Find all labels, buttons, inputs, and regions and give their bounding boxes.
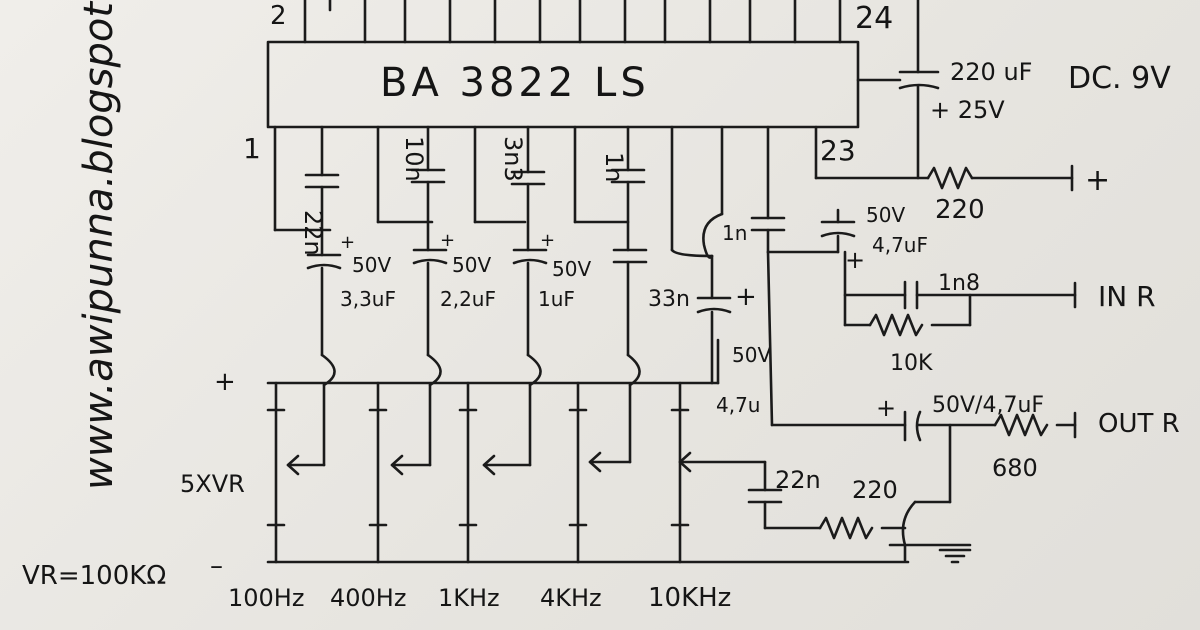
- filter-1-cap-value: 3,3uF: [340, 287, 396, 311]
- filter-4-top-cap: 1n: [600, 152, 628, 182]
- filter-2-top-cap: 10n: [400, 136, 428, 182]
- ic-pin-23-label: 23: [820, 134, 856, 167]
- vr-value-label: VR=100KΩ: [22, 561, 166, 591]
- filter-1-plus: +: [340, 232, 355, 253]
- ic-pin-24-label: 24: [855, 1, 893, 36]
- output-cap-plus: +: [876, 394, 896, 422]
- bus-minus-label: –: [210, 551, 223, 581]
- band-label-400hz: 400Hz: [330, 584, 406, 612]
- power-supply-label: DC. 9V: [1068, 61, 1171, 96]
- input-cap-value: 4,7uF: [872, 233, 928, 257]
- vr-potentiometers: [266, 381, 690, 564]
- filter-1-cap-voltage: 50V: [352, 253, 391, 277]
- filter-2-plus: +: [440, 230, 455, 251]
- input-cap-1n: 1n: [722, 221, 747, 245]
- watermark-text: www.awipunna.blogspot: [76, 1, 122, 490]
- ic-part-label: BA 3822 LS: [380, 60, 650, 106]
- band-label-1khz: 1KHz: [438, 584, 500, 612]
- bus-plus-label: +: [214, 367, 236, 397]
- output-cap2-value: 22n: [775, 466, 821, 494]
- filter-3-cap-voltage: 50V: [552, 257, 591, 281]
- mid-cap-plus: +: [735, 282, 757, 312]
- filter-section-10khz: [670, 125, 732, 385]
- power-plus-terminal: +: [1085, 163, 1110, 198]
- filter-3-plus: +: [540, 230, 555, 251]
- power-resistor-value: 220: [935, 195, 985, 225]
- output-network: [678, 410, 1077, 564]
- filter-1-top-cap: 22n: [299, 210, 327, 256]
- power-cap-value: 220 uF: [950, 58, 1032, 86]
- output-label: OUT R: [1098, 409, 1180, 439]
- filter-section-100hz: [273, 125, 342, 476]
- ic-top-pins: [303, 0, 842, 44]
- mid-cap-voltage: 50V: [732, 343, 771, 367]
- mid-cap-value: 4,7u: [716, 393, 760, 417]
- band-label-100hz: 100Hz: [228, 584, 304, 612]
- input-network: [750, 125, 1077, 427]
- band-label-4khz: 4KHz: [540, 584, 602, 612]
- vr-count-label: 5XVR: [180, 470, 245, 498]
- output-resistor2-value: 220: [852, 476, 898, 504]
- input-resistor-value: 10K: [890, 351, 933, 376]
- input-cap-voltage: 50V: [866, 203, 905, 227]
- filter-section-1khz: [473, 125, 548, 476]
- filter-2-cap-voltage: 50V: [452, 253, 491, 277]
- filter-3-cap-value: 1uF: [538, 287, 575, 311]
- input-label: IN R: [1098, 280, 1156, 313]
- output-cap-value: 50V/4,7uF: [932, 393, 1044, 418]
- input-cap-plus: +: [845, 246, 865, 274]
- filter-3-top-cap: 3n3: [499, 136, 527, 182]
- filter-2-cap-value: 2,2uF: [440, 287, 496, 311]
- input-cap-1n8: 1n8: [938, 271, 980, 296]
- filter-4-cap-value: 33n: [648, 287, 690, 312]
- band-label-10khz: 10KHz: [648, 583, 731, 613]
- power-supply-network: [814, 0, 1074, 192]
- power-cap-voltage: + 25V: [930, 96, 1005, 124]
- ic-body: [266, 40, 860, 129]
- output-resistor-value: 680: [992, 454, 1038, 482]
- ic-pin-1-label: 1: [243, 132, 261, 165]
- bus-rails: [266, 338, 910, 564]
- ic-pin-2-label: 2: [270, 1, 287, 31]
